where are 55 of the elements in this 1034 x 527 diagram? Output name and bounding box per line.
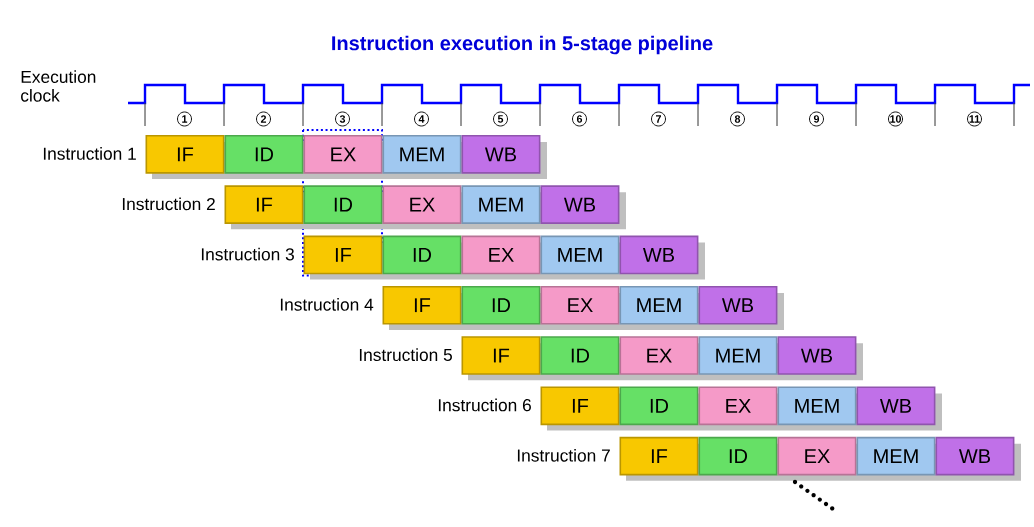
axis-label: Execution clock bbox=[21, 70, 96, 102]
stage-box: ID bbox=[224, 135, 310, 179]
circled-number: 2 bbox=[256, 111, 271, 127]
row-label: Instruction 3 bbox=[201, 247, 294, 261]
stage-box: IF bbox=[461, 336, 547, 381]
row-label: Instruction 5 bbox=[359, 348, 452, 362]
stage-box: EX bbox=[540, 285, 626, 330]
stage-box: ID bbox=[698, 436, 784, 481]
circled-number: 4 bbox=[414, 111, 429, 127]
stage-box: MEM bbox=[856, 436, 942, 481]
stage-box: ID bbox=[619, 386, 705, 431]
stage-box: MEM bbox=[777, 386, 863, 431]
circled-number: 5 bbox=[493, 111, 508, 127]
stage-box: ID bbox=[382, 235, 468, 280]
stage-box: WB bbox=[856, 386, 942, 431]
circled-number: 1 bbox=[177, 111, 192, 127]
circled-number: 7 bbox=[651, 111, 666, 127]
stage-box: WB bbox=[935, 436, 1021, 481]
stage-box: IF bbox=[382, 285, 468, 330]
stage-box: IF bbox=[540, 386, 626, 431]
stage-box: WB bbox=[540, 185, 626, 230]
row-label: Instruction 1 bbox=[43, 147, 136, 160]
stage-box: IF bbox=[303, 235, 389, 280]
stage-box: WB bbox=[461, 135, 547, 179]
stage-box: EX bbox=[698, 386, 784, 431]
title: Instruction execution in 5-stage pipeline bbox=[332, 35, 713, 55]
stage-box: ID bbox=[540, 336, 626, 381]
row-label: Instruction 7 bbox=[517, 448, 610, 462]
stage-box: EX bbox=[619, 336, 705, 381]
stage-box: EX bbox=[382, 185, 468, 230]
stage-box: IF bbox=[145, 135, 231, 179]
circled-number: 11 bbox=[967, 111, 982, 127]
row-label: Instruction 6 bbox=[438, 398, 531, 412]
stage-box: WB bbox=[777, 336, 863, 381]
row-label: Instruction 4 bbox=[280, 298, 374, 311]
stage-box: IF bbox=[619, 436, 705, 481]
stage-box: EX bbox=[461, 235, 547, 280]
stage-box: MEM bbox=[540, 235, 626, 280]
circled-number: 3 bbox=[335, 111, 350, 127]
row-label: Instruction 2 bbox=[122, 197, 215, 211]
stage-box: WB bbox=[619, 235, 705, 280]
stage-box: MEM bbox=[698, 336, 784, 381]
circled-number: 6 bbox=[572, 111, 587, 127]
stage-box: ID bbox=[461, 285, 547, 330]
stage-box: IF bbox=[224, 185, 310, 230]
stage-box: EX bbox=[777, 436, 863, 481]
stage-box: MEM bbox=[382, 135, 468, 179]
stage-box: MEM bbox=[619, 285, 705, 330]
stage-box: WB bbox=[698, 285, 784, 330]
stage-box: MEM bbox=[461, 185, 547, 230]
stage-box: ID bbox=[303, 185, 389, 230]
circled-number: 10 bbox=[888, 111, 903, 127]
circled-number: 8 bbox=[730, 111, 745, 127]
stage-box: EX bbox=[303, 135, 389, 179]
circled-number: 9 bbox=[809, 111, 824, 127]
